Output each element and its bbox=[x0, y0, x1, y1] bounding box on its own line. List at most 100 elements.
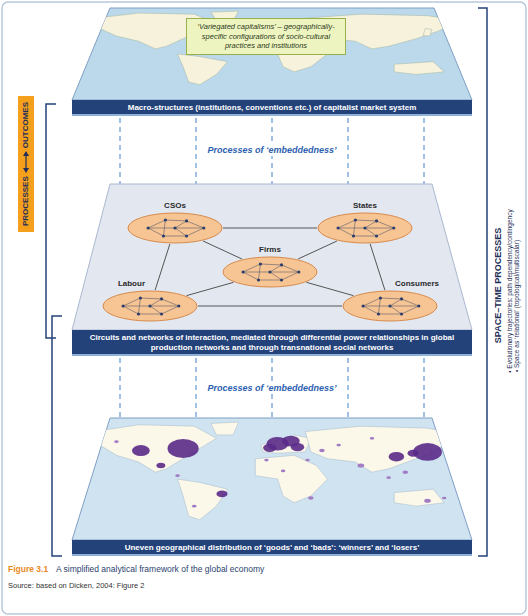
band-text: Uneven geographical distribution of ‘goo… bbox=[82, 543, 462, 553]
ellipse-outline bbox=[103, 291, 197, 321]
mini-network-link bbox=[390, 299, 402, 306]
callout-box: ‘Variegated capitalisms’ – geographicall… bbox=[186, 18, 346, 55]
mini-network-dot bbox=[162, 234, 165, 237]
mini-network-dot bbox=[160, 312, 163, 315]
ellipse-shape bbox=[317, 212, 413, 244]
mini-network-dot bbox=[268, 270, 271, 273]
vertical-row: PROCESSES OUTCOMES bbox=[21, 96, 31, 232]
mini-network-link bbox=[378, 314, 401, 315]
mini-network-dot bbox=[297, 270, 300, 273]
network-link bbox=[223, 228, 317, 229]
actor-label: Labour bbox=[118, 279, 145, 289]
actor-ellipse: Labour bbox=[102, 290, 198, 322]
ellipse-outline bbox=[128, 213, 222, 243]
mini-network-dot bbox=[173, 226, 176, 229]
mini-network-dot bbox=[137, 312, 140, 315]
mini-network-dot bbox=[177, 304, 180, 307]
mini-network-dot bbox=[379, 296, 382, 299]
network-link bbox=[155, 244, 170, 290]
mini-network-link bbox=[258, 280, 281, 281]
ellipse-shape bbox=[102, 290, 198, 322]
mini-network-link bbox=[163, 236, 186, 237]
mini-network-dot bbox=[280, 263, 283, 266]
distribution-circles bbox=[132, 436, 442, 498]
top-plane bbox=[72, 8, 472, 100]
mini-network-link bbox=[175, 228, 204, 229]
bracket bbox=[46, 104, 56, 338]
mini-network-dot bbox=[202, 226, 205, 229]
mini-network-link bbox=[282, 272, 299, 280]
mini-network-link bbox=[338, 228, 353, 236]
actor-ellipse: States bbox=[317, 212, 413, 244]
mini-network-dot bbox=[139, 296, 142, 299]
mini-network-dot bbox=[147, 226, 150, 229]
bracket bbox=[52, 316, 62, 556]
mini-network-link bbox=[148, 220, 165, 228]
mini-network-dot bbox=[354, 218, 357, 221]
mini-network-link bbox=[165, 220, 186, 222]
level-band: Circuits and networks of interaction, me… bbox=[72, 330, 472, 356]
callout-text: ‘Variegated capitalisms’ – geographicall… bbox=[193, 22, 339, 51]
embeddedness-lines bbox=[120, 358, 424, 418]
mini-network-dot bbox=[257, 278, 260, 281]
network-link bbox=[370, 244, 385, 290]
mini-network-dot bbox=[375, 234, 378, 237]
mini-network-link bbox=[123, 306, 138, 314]
mini-network-link bbox=[363, 306, 390, 307]
side-bullet: • Evolutionary trajectories: path depend… bbox=[505, 209, 513, 372]
mini-network-link bbox=[243, 264, 260, 272]
caption: A simplified analytical framework of the… bbox=[56, 564, 264, 575]
mini-network-dot bbox=[185, 219, 188, 222]
mini-network-dot bbox=[280, 278, 283, 281]
ellipse-outline bbox=[318, 213, 412, 243]
mini-network-link bbox=[365, 228, 377, 236]
mini-network-dot bbox=[417, 304, 420, 307]
mini-network-dot bbox=[400, 312, 403, 315]
mini-network-dot bbox=[400, 297, 403, 300]
process-label: Processes of ‘embeddedness’ bbox=[205, 144, 340, 156]
actor-label: States bbox=[353, 201, 377, 211]
network-link bbox=[187, 282, 234, 295]
ellipse-shape bbox=[222, 256, 318, 288]
mini-network-dot bbox=[164, 218, 167, 221]
mini-network-link bbox=[187, 221, 204, 228]
actor-label: Consumers bbox=[395, 279, 439, 289]
mini-network-dot bbox=[259, 262, 262, 265]
mini-network-link bbox=[363, 306, 378, 314]
mini-network-dot bbox=[185, 234, 188, 237]
arrow-head bbox=[23, 151, 29, 156]
mini-network-dot bbox=[160, 297, 163, 300]
mini-network-link bbox=[282, 265, 299, 272]
mini-network-link bbox=[402, 299, 419, 306]
process-label: Processes of ‘embeddedness’ bbox=[205, 382, 340, 394]
mini-network-link bbox=[175, 228, 187, 236]
mini-network-link bbox=[260, 264, 281, 266]
bottom-plane bbox=[72, 418, 472, 540]
mini-network-link bbox=[353, 236, 376, 237]
vertical-text: OUTCOMES bbox=[21, 102, 31, 148]
mini-network-link bbox=[270, 272, 299, 273]
mini-network-link bbox=[148, 228, 175, 229]
vertical-text: PROCESSES bbox=[21, 176, 31, 226]
ellipse-outline bbox=[223, 257, 317, 287]
mini-network-link bbox=[243, 272, 270, 273]
actor-ellipse: Firms bbox=[222, 256, 318, 288]
mini-network-dot bbox=[377, 312, 380, 315]
mini-network-link bbox=[353, 220, 355, 236]
arrow-shaft bbox=[25, 154, 26, 170]
mini-network-link bbox=[270, 265, 282, 272]
mini-network-link bbox=[138, 298, 140, 314]
mini-network-link bbox=[390, 306, 402, 314]
mini-network-link bbox=[390, 306, 419, 307]
mini-network-dot bbox=[375, 219, 378, 222]
source-note: Source: based on Dicken, 2004: Figure 2 bbox=[8, 581, 144, 591]
actor-label: CSOs bbox=[164, 201, 186, 211]
mini-network-link bbox=[123, 306, 150, 307]
actor-label: Firms bbox=[259, 245, 281, 255]
mini-network-link bbox=[150, 306, 162, 314]
mini-network-link bbox=[187, 228, 204, 236]
mini-network-link bbox=[338, 228, 365, 229]
network-link bbox=[298, 241, 337, 259]
mini-network-link bbox=[258, 264, 260, 280]
